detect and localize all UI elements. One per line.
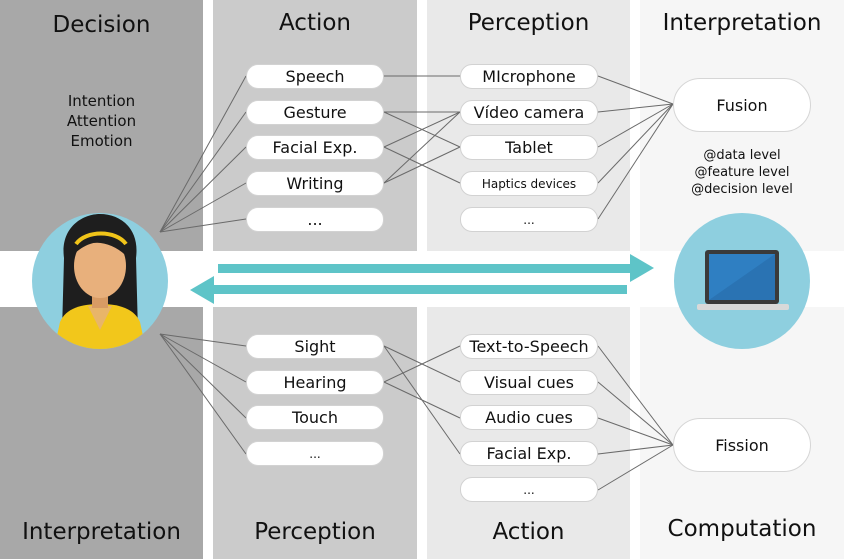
sense-touch: Touch [246, 405, 384, 430]
fission-box: Fission [673, 418, 811, 472]
human-states: Intention Attention Emotion [0, 91, 203, 151]
fusion-box: Fusion [673, 78, 811, 132]
output-visual-cues: Visual cues [460, 370, 598, 395]
sense-sight: Sight [246, 334, 384, 359]
state-emotion: Emotion [70, 132, 133, 150]
action-gesture: Gesture [246, 100, 384, 125]
output-more: ... [460, 477, 598, 502]
arrow-to-human [190, 276, 627, 304]
state-attention: Attention [66, 112, 137, 130]
level-data: @data level [703, 148, 781, 163]
heading-interpretation-top: Interpretation [662, 10, 822, 36]
device-video-camera: Vídeo camera [460, 100, 598, 125]
heading-action-bottom: Action [492, 519, 565, 545]
heading-decision: Decision [52, 12, 151, 38]
arrow-to-computer [218, 254, 654, 282]
output-audio-cues: Audio cues [460, 405, 598, 430]
action-writing: Writing [246, 171, 384, 196]
state-intention: Intention [67, 92, 136, 110]
level-decision: @decision level [691, 182, 793, 197]
action-speech: Speech [246, 64, 384, 89]
device-microphone: MIcrophone [460, 64, 598, 89]
heading-action-top: Action [278, 10, 352, 36]
device-tablet: Tablet [460, 135, 598, 160]
action-facial-exp: Facial Exp. [246, 135, 384, 160]
heading-interpretation-bottom: Interpretation [22, 519, 181, 545]
sense-hearing: Hearing [246, 370, 384, 395]
level-feature: @feature level [694, 165, 790, 180]
heading-computation: Computation [667, 516, 817, 542]
output-facial-exp: Facial Exp. [460, 441, 598, 466]
device-haptics: Haptics devices [460, 171, 598, 196]
device-more: ... [460, 207, 598, 232]
action-more: ... [246, 207, 384, 232]
heading-perception-bottom: Perception [254, 519, 376, 545]
fusion-levels: @data level @feature level @decision lev… [673, 147, 811, 198]
heading-perception-top: Perception [467, 10, 590, 36]
sense-more: ... [246, 441, 384, 466]
output-text-to-speech: Text-to-Speech [460, 334, 598, 359]
